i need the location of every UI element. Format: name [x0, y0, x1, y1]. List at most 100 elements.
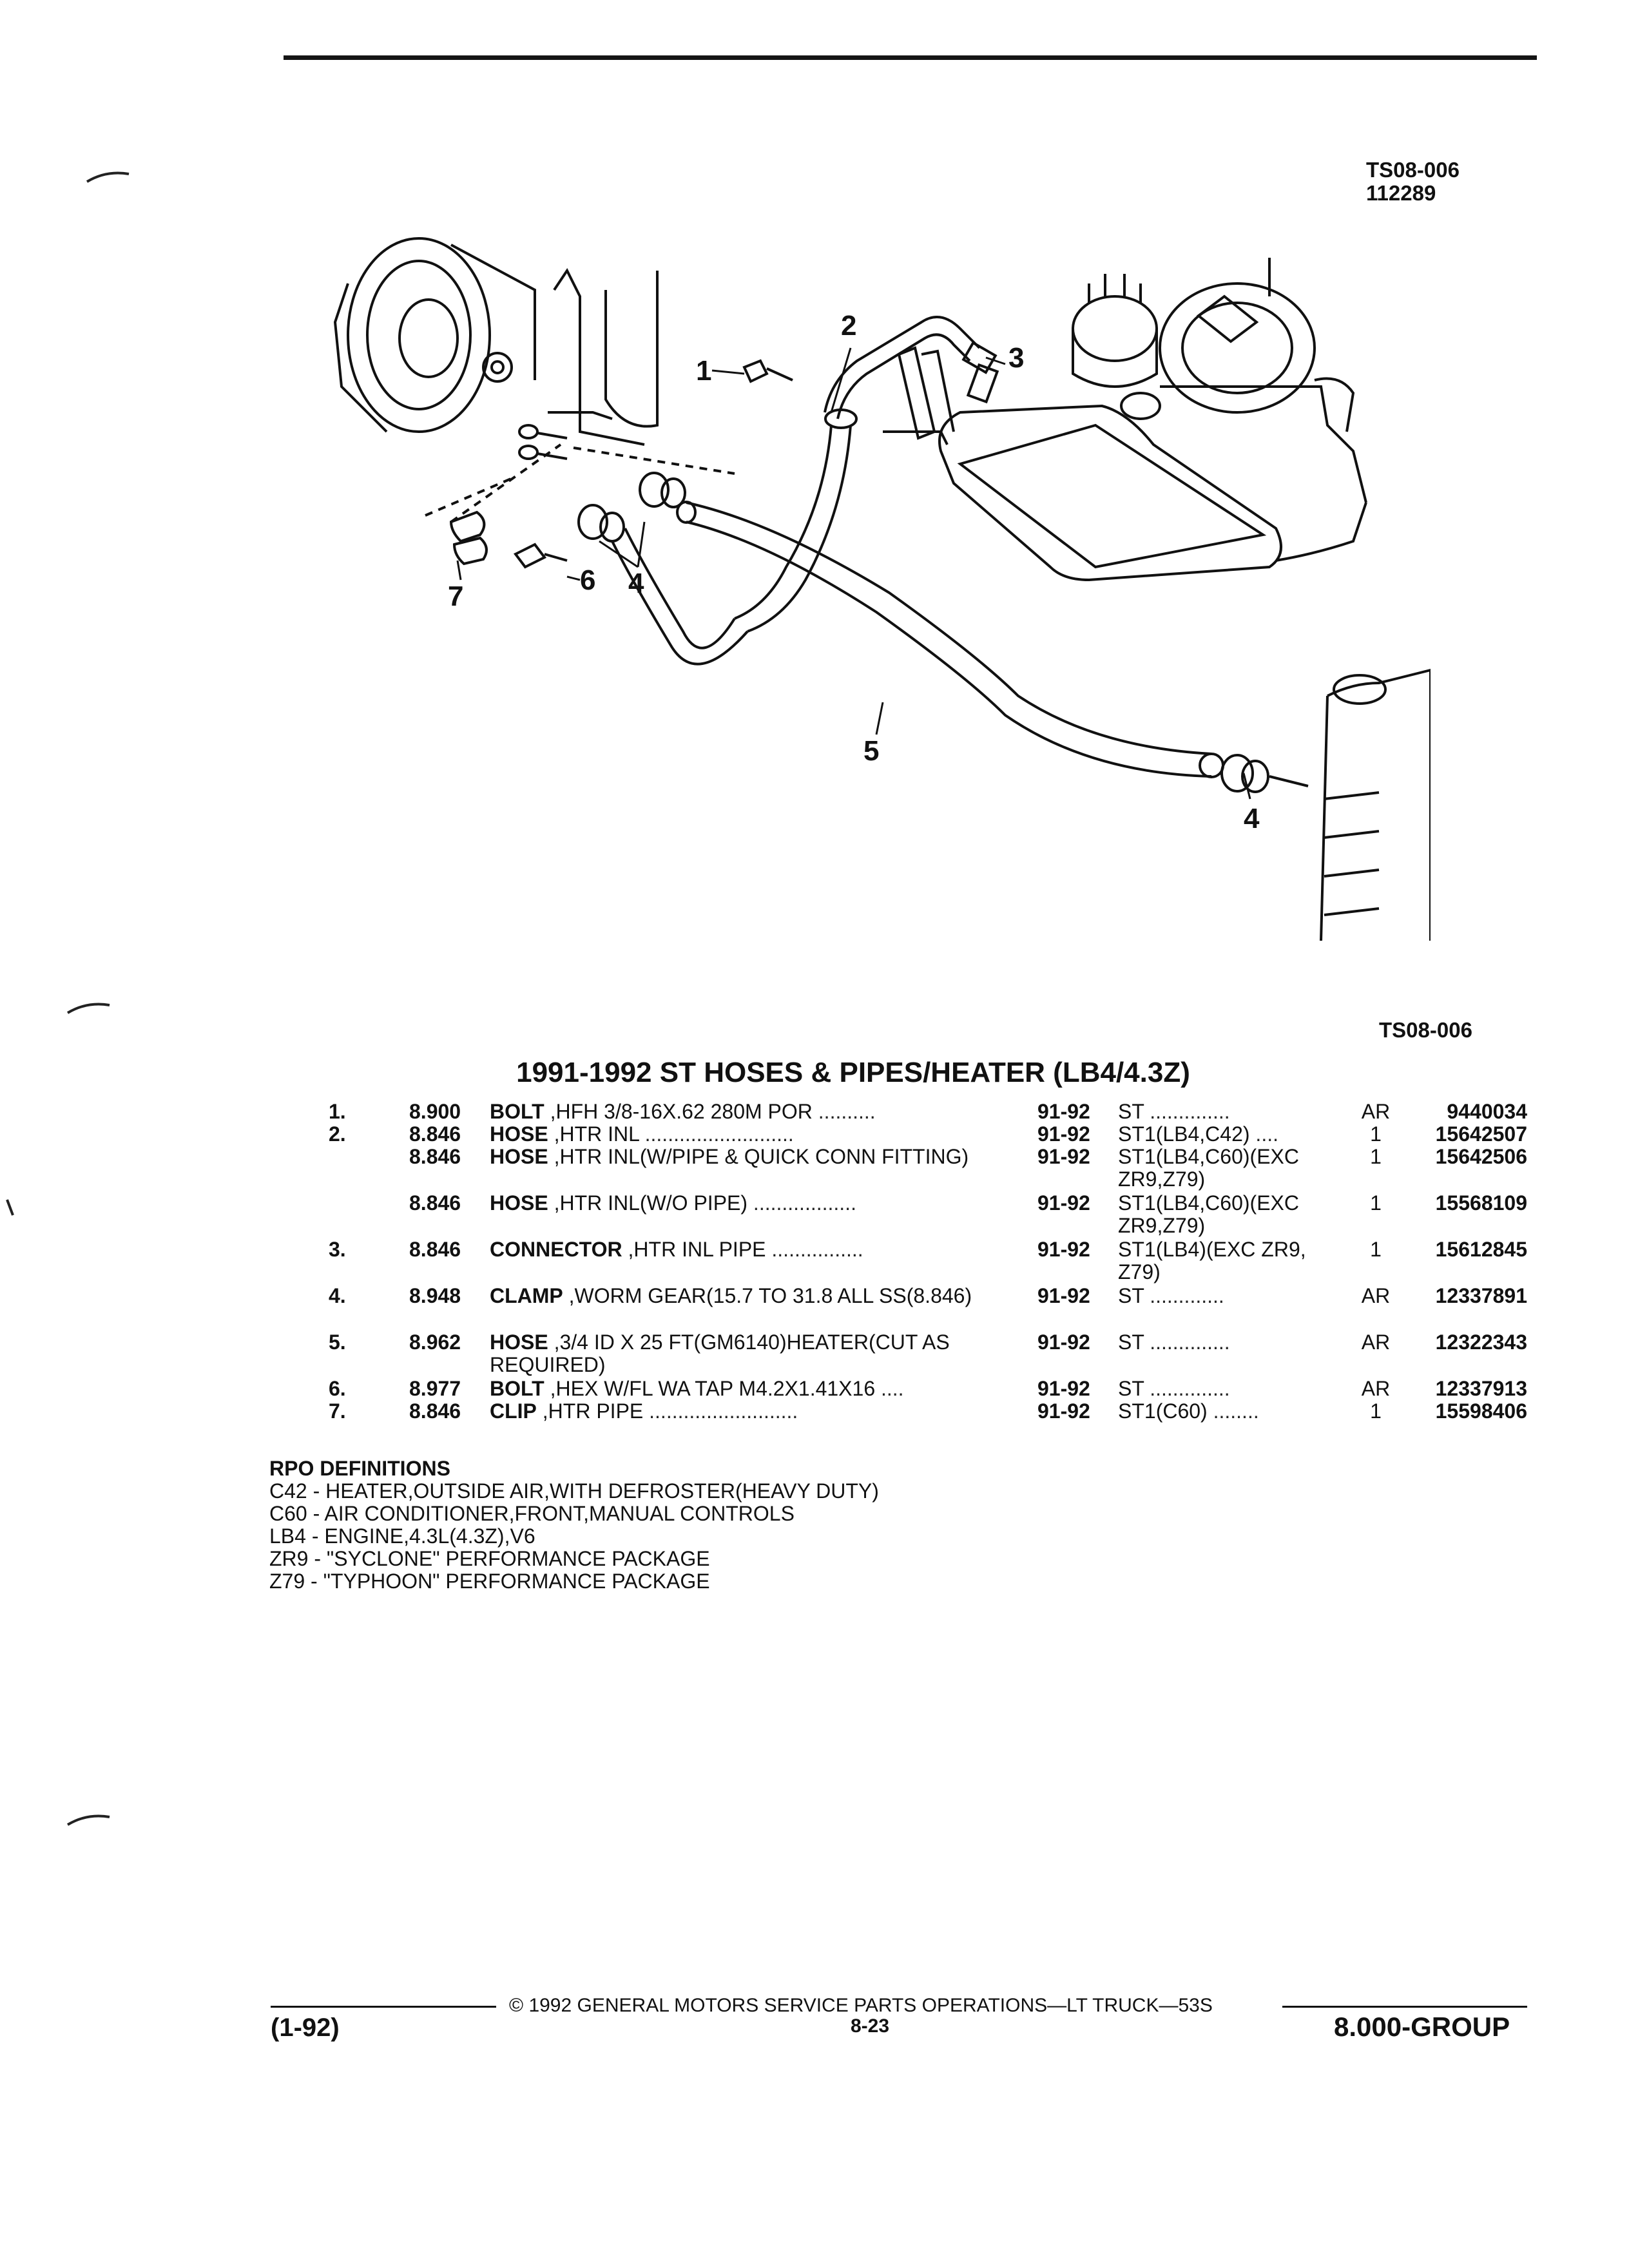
part-model-text: ST	[1118, 1284, 1144, 1307]
part-description: CLAMP ,WORM GEAR(15.7 TO 31.8 ALL SS(8.8…	[490, 1285, 1018, 1307]
footer-rule-right	[1282, 2006, 1527, 2008]
part-group: 8.846	[409, 1145, 461, 1168]
figure-reference: TS08-006 112289	[1366, 159, 1460, 205]
connector-drawing	[961, 341, 999, 404]
part-years: 91-92	[1037, 1238, 1090, 1261]
part-catalog-number: 15642507	[1435, 1122, 1527, 1146]
callout-4a: 4	[628, 568, 644, 599]
part-catalog-number: 12322343	[1435, 1331, 1527, 1354]
callout-1: 1	[696, 355, 711, 387]
part-group: 8.846	[409, 1238, 461, 1261]
part-name: BOLT	[490, 1377, 545, 1400]
inlet-hose-drawing	[734, 316, 981, 633]
part-name: HOSE	[490, 1331, 548, 1354]
top-rule	[284, 55, 1537, 60]
rpo-item: LB4 - ENGINE,4.3L(4.3Z),V6	[269, 1524, 535, 1548]
leader-dots: ..............	[1144, 1331, 1230, 1354]
part-quantity: 1	[1370, 1122, 1382, 1146]
valve-cover-drawing	[938, 404, 1367, 582]
part-description: CONNECTOR ,HTR INL PIPE ................	[490, 1238, 1018, 1261]
clip-and-bolt-drawing	[425, 443, 568, 569]
part-name: CLIP	[490, 1399, 537, 1423]
part-description: CLIP ,HTR PIPE .........................…	[490, 1400, 1018, 1423]
part-model: ST ..............	[1118, 1378, 1337, 1400]
part-quantity: 1	[1370, 1145, 1382, 1168]
part-name: BOLT	[490, 1100, 545, 1123]
part-quantity: AR	[1361, 1377, 1391, 1400]
part-number: 7.	[329, 1399, 346, 1423]
figure-ref-date: 112289	[1366, 181, 1436, 205]
leader-dots: ....	[1249, 1122, 1278, 1146]
part-description: BOLT ,HEX W/FL WA TAP M4.2X1.41X16 ....	[490, 1378, 1018, 1400]
leader-dots: ....	[875, 1377, 904, 1400]
part-years: 91-92	[1037, 1100, 1090, 1123]
page-number: 8-23	[851, 2015, 890, 2037]
part-model: ST1(LB4,C42) ....	[1118, 1123, 1337, 1146]
part-years: 91-92	[1037, 1284, 1090, 1307]
part-group: 8.962	[409, 1331, 461, 1354]
figure-ref-code: TS08-006	[1366, 158, 1460, 182]
part-years: 91-92	[1037, 1145, 1090, 1168]
part-quantity: 1	[1370, 1399, 1382, 1423]
leader-dots: ................	[766, 1238, 863, 1261]
heater-hose-drawing	[611, 501, 1224, 778]
leader-dots: .............	[1144, 1284, 1224, 1307]
part-number: 1.	[329, 1100, 346, 1123]
part-group: 8.977	[409, 1377, 461, 1400]
rpo-item: Z79 - "TYPHOON" PERFORMANCE PACKAGE	[269, 1570, 710, 1593]
distributor-drawing	[1072, 274, 1161, 420]
scan-mark	[66, 1003, 110, 1014]
part-description-text: ,3/4 ID X 25 FT(GM6140)HEATER(CUT AS REQ…	[490, 1331, 950, 1376]
leader-dots: ..............	[1144, 1100, 1230, 1123]
rpo-heading: RPO DEFINITIONS	[269, 1457, 450, 1480]
part-model-text: ST1(C60)	[1118, 1399, 1208, 1423]
leader-dots: ..........................	[643, 1399, 798, 1423]
part-quantity: AR	[1361, 1331, 1391, 1354]
callout-3: 3	[1008, 342, 1024, 374]
part-name: HOSE	[490, 1145, 548, 1168]
part-number: 6.	[329, 1377, 346, 1400]
leader-dots: ..............	[1144, 1377, 1230, 1400]
part-description-text: ,HEX W/FL WA TAP M4.2X1.41X16	[544, 1377, 876, 1400]
copyright-notice: © 1992 GENERAL MOTORS SERVICE PARTS OPER…	[509, 1995, 1213, 2016]
callout-leaders	[456, 347, 1251, 800]
leader-dots: ..........	[812, 1100, 876, 1123]
callout-4c: 4	[1244, 803, 1260, 834]
leader-dots: ..........................	[639, 1122, 794, 1146]
part-model-text: ST	[1118, 1331, 1144, 1354]
part-model: ST1(LB4,C60)(EXC ZR9,Z79)	[1118, 1192, 1337, 1237]
part-quantity: AR	[1361, 1100, 1391, 1123]
part-model: ST1(LB4)(EXC ZR9, Z79)	[1118, 1238, 1337, 1283]
part-name: CLAMP	[490, 1284, 563, 1307]
clamp-drawing	[577, 472, 686, 543]
part-catalog-number: 15568109	[1435, 1191, 1527, 1215]
part-quantity: 1	[1370, 1238, 1382, 1261]
part-description: HOSE ,HTR INL(W/PIPE & QUICK CONN FITTIN…	[490, 1146, 1018, 1168]
part-years: 91-92	[1037, 1377, 1090, 1400]
callout-5: 5	[863, 735, 879, 767]
part-years: 91-92	[1037, 1122, 1090, 1146]
part-model: ST ..............	[1118, 1100, 1337, 1123]
part-number: 2.	[329, 1122, 346, 1146]
part-description-text: ,HTR INL(W/PIPE & QUICK CONN FITTING)	[548, 1145, 969, 1168]
part-years: 91-92	[1037, 1399, 1090, 1423]
part-name: HOSE	[490, 1122, 548, 1146]
scan-mark	[66, 1814, 110, 1826]
part-model: ST1(LB4,C60)(EXC ZR9,Z79)	[1118, 1146, 1337, 1191]
part-group: 8.846	[409, 1191, 461, 1215]
heater-core-drawing	[1220, 668, 1431, 941]
water-pump-drawing	[333, 237, 735, 475]
part-description-text: ,HTR INL	[548, 1122, 639, 1146]
rpo-item: C42 - HEATER,OUTSIDE AIR,WITH DEFROSTER(…	[269, 1479, 879, 1503]
part-name: CONNECTOR	[490, 1238, 622, 1261]
heater-hose-illustration: 1 2 3 4 4 5 6 7	[333, 237, 1431, 941]
part-group: 8.900	[409, 1100, 461, 1123]
part-years: 91-92	[1037, 1331, 1090, 1354]
part-catalog-number: 15598406	[1435, 1399, 1527, 1423]
part-description-text: ,HTR INL(W/O PIPE)	[548, 1191, 748, 1215]
